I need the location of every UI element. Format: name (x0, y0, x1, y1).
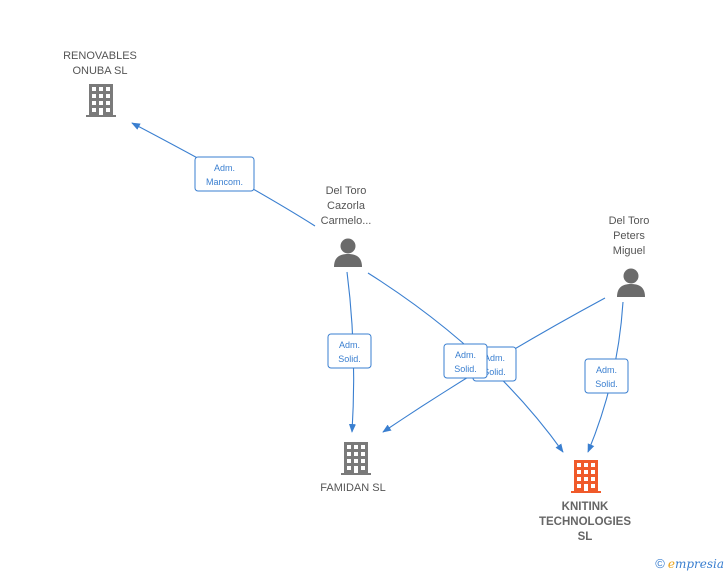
edge-label-peters-knitink[interactable]: Adm. Solid. (584, 358, 629, 394)
svg-text:Mancom.: Mancom. (206, 177, 243, 187)
node-label: RENOVABLES (63, 50, 137, 62)
svg-text:Solid.: Solid. (454, 364, 477, 374)
brand-logo: empresia (667, 556, 724, 571)
edge-label-cazorla-famidan[interactable]: Adm. Solid. (327, 333, 372, 369)
svg-text:Adm.: Adm. (455, 350, 476, 360)
node-label: KNITINK (562, 501, 609, 513)
svg-text:Adm.: Adm. (596, 365, 617, 375)
svg-text:Solid.: Solid. (483, 367, 506, 377)
node-label: Del Toro (609, 215, 650, 227)
copyright-icon: © (655, 556, 665, 571)
building-icon (86, 84, 116, 117)
node-label: ONUBA SL (72, 65, 127, 77)
empresia-watermark: © empresia (655, 556, 724, 571)
node-del-toro-cazorla[interactable]: Del Toro Cazorla Carmelo... (321, 185, 372, 267)
edge-label-cazorla-knitink[interactable]: Adm. Solid. (443, 343, 488, 379)
edge-label-cazorla-renovables[interactable]: Adm. Mancom. (194, 156, 255, 192)
node-label: Carmelo... (321, 215, 372, 227)
node-label: SL (578, 531, 593, 543)
node-label: Peters (613, 230, 645, 242)
building-icon (341, 442, 371, 475)
node-label: Cazorla (327, 200, 366, 212)
node-del-toro-peters[interactable]: Del Toro Peters Miguel (609, 215, 650, 297)
svg-text:Adm.: Adm. (214, 163, 235, 173)
building-icon (571, 460, 601, 493)
node-renovables-onuba[interactable]: RENOVABLES ONUBA SL (63, 50, 137, 117)
node-label: Miguel (613, 245, 645, 257)
edge-labels-layer: Adm. Mancom. Adm. Solid. Adm. Solid. Adm… (194, 156, 629, 394)
node-famidan[interactable]: FAMIDAN SL (320, 442, 386, 494)
svg-text:Solid.: Solid. (595, 379, 618, 389)
person-icon (334, 238, 362, 267)
node-label: Del Toro (326, 185, 367, 197)
node-label: FAMIDAN SL (320, 482, 385, 494)
node-label: TECHNOLOGIES (539, 516, 631, 528)
person-icon (617, 268, 645, 297)
svg-text:Solid.: Solid. (338, 354, 361, 364)
svg-text:Adm.: Adm. (339, 340, 360, 350)
node-knitink[interactable]: KNITINK TECHNOLOGIES SL (539, 460, 631, 543)
svg-text:Adm.: Adm. (484, 353, 505, 363)
